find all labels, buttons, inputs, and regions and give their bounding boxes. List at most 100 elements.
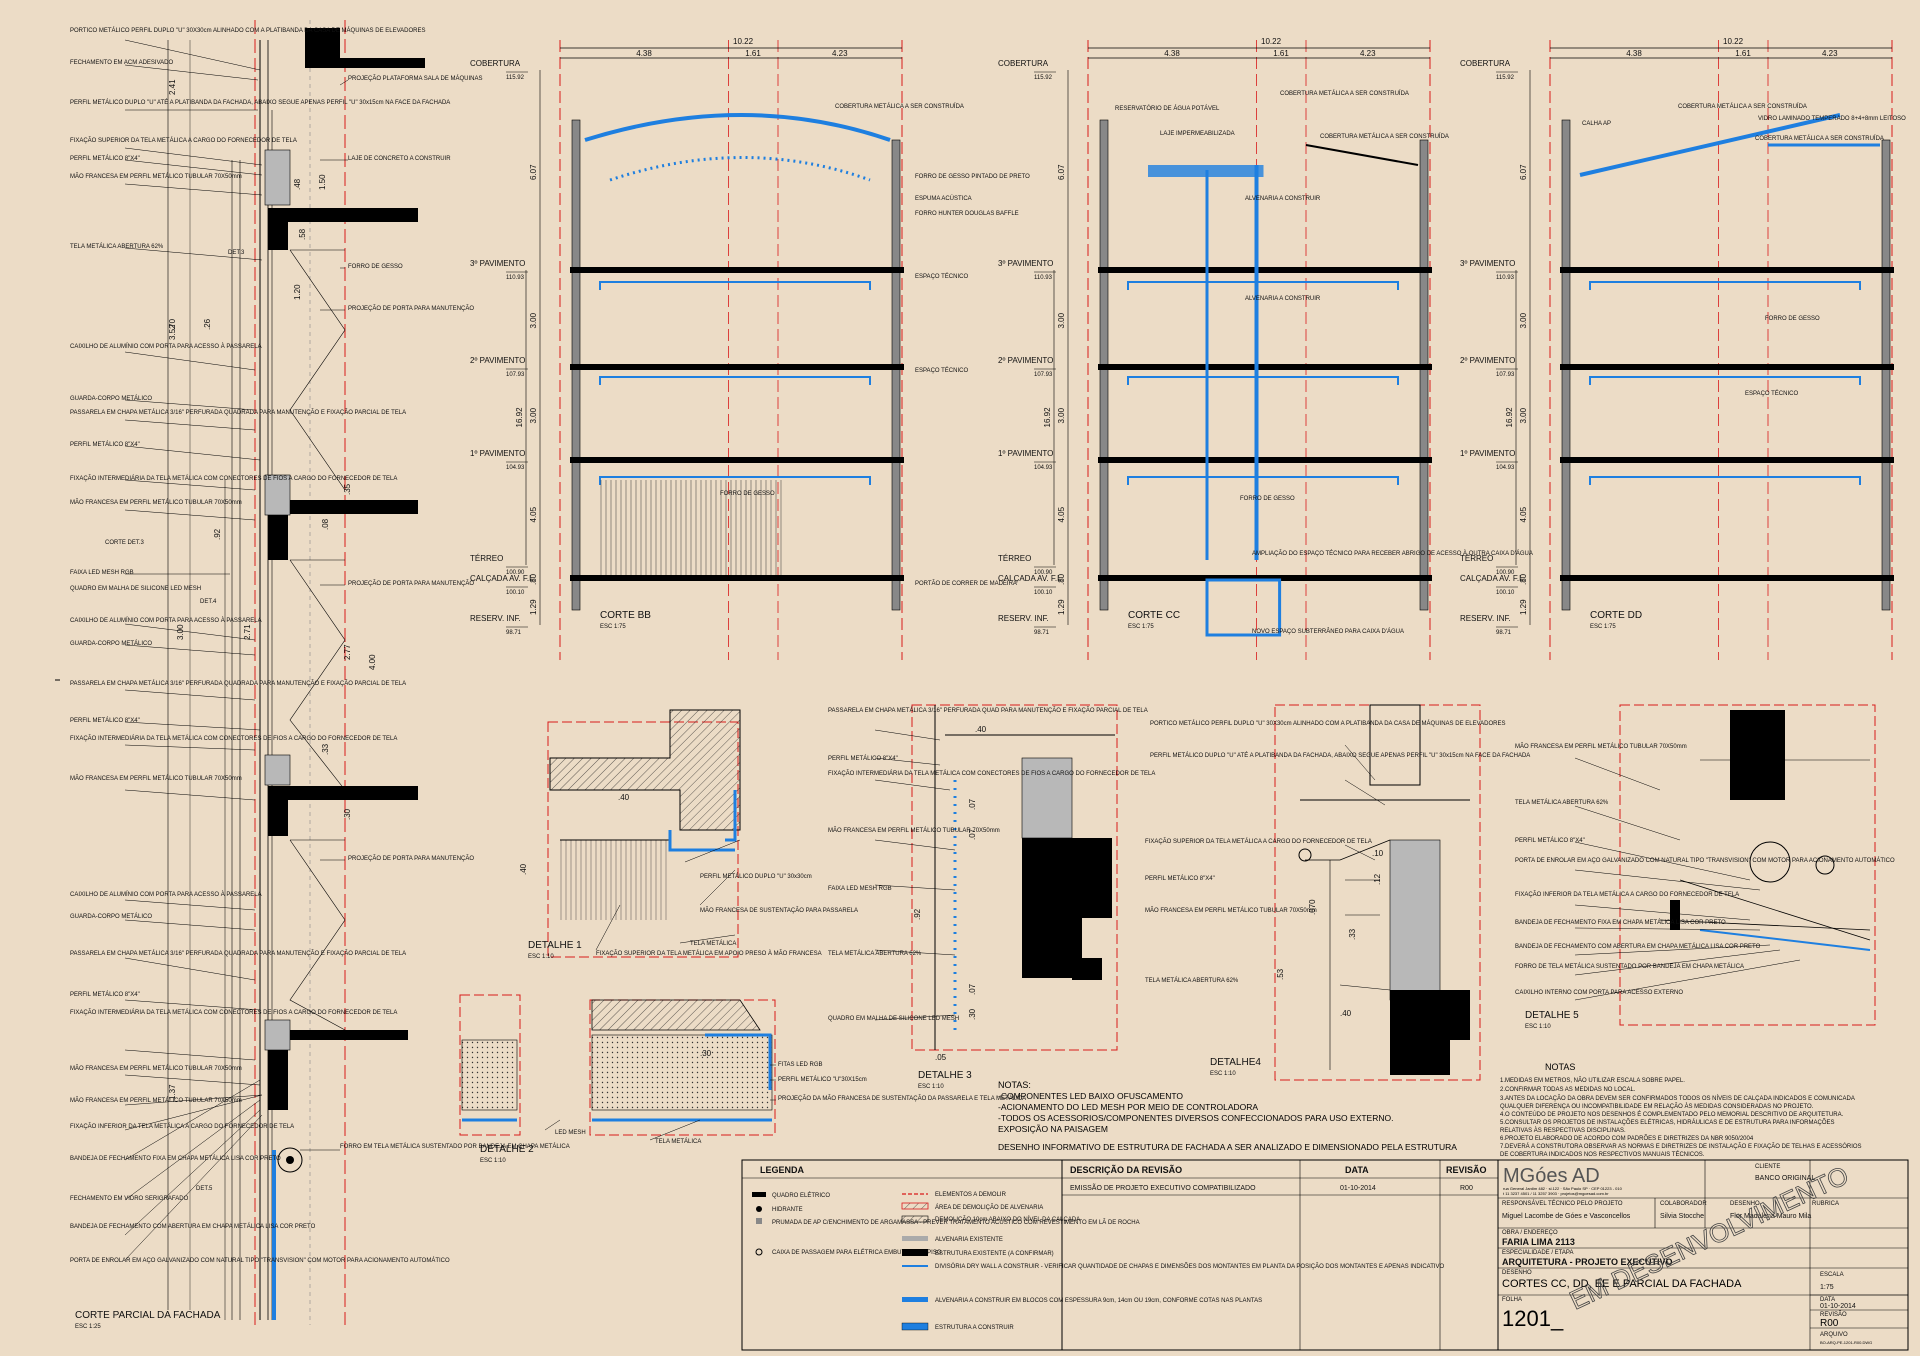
detail4-label: PORTICO METÁLICO PERFIL DUPLO "U" 30X30c… — [1150, 720, 1505, 727]
revision-header: REVISÃO — [1446, 1165, 1487, 1175]
detail1-label: FIXAÇÃO SUPERIOR DA TELA METÁLICA EM APO… — [596, 950, 822, 957]
level-name: CALÇADA AV. F.L. — [470, 574, 536, 583]
client-value: BANCO ORIGINAL — [1755, 1175, 1815, 1182]
level-name: TÉRREO — [998, 554, 1031, 563]
detail4-label: FIXAÇÃO SUPERIOR DA TELA METÁLICA A CARG… — [1145, 838, 1372, 845]
section-annotation: ESPAÇO TÉCNICO — [1745, 390, 1798, 397]
facade-dim: .58 — [298, 228, 307, 240]
drawn-by-value: Flor Madalena Mauro Mila — [1730, 1213, 1811, 1220]
facade-section: PORTICO METÁLICO PERFIL DUPLO "U" 30X30c… — [55, 20, 570, 1330]
facade-dims: 2.41 1.50 .48 3.52 .92 3.00 4.00 2.71 2.… — [168, 79, 377, 1100]
facade-label: MÃO FRANCESA EM PERFIL METÁLICO TUBULAR … — [70, 775, 242, 782]
client-label: CLIENTE — [1755, 1164, 1780, 1170]
level-elev: 115.92 — [506, 75, 525, 81]
hidrante-icon — [756, 1206, 762, 1212]
detail5-title: DETALHE 5 — [1525, 1010, 1579, 1021]
facade-label: FECHAMENTO EM ACM ADESIVADO — [70, 60, 173, 66]
demolicao-calcada-swatch — [901, 1215, 929, 1223]
detail4-label: MÃO FRANCESA EM PERFIL METÁLICO TUBULAR … — [1145, 907, 1317, 914]
detail4-label: PERFIL METÁLICO DUPLO "U" ATÉ A PLATIBAN… — [1150, 752, 1530, 759]
level-name: TÉRREO — [1460, 554, 1493, 563]
detail4-dim: .40 — [1340, 1009, 1352, 1018]
level-name: COBERTURA — [998, 59, 1049, 68]
marker-det3: DET.3 — [228, 250, 245, 256]
notes-right-item: RELATIVAS ÀS RESPECTIVAS DISCIPLINAS. — [1500, 1127, 1626, 1134]
facade-label: FIXAÇÃO INTERMEDIÁRIA DA TELA METÁLICA C… — [70, 1009, 397, 1016]
facade-dim: .92 — [213, 528, 222, 540]
span-dim: 4.23 — [1822, 49, 1838, 58]
vertical-dim: 1.29 — [1519, 599, 1528, 615]
detail2-label: FITAS LED RGB — [778, 1062, 823, 1068]
marker-det5: DET.5 — [196, 1186, 213, 1192]
detail3-label: PASSARELA EM CHAPA METÁLICA 3/16" PERFUR… — [828, 707, 1148, 714]
facade-right-label: PROJEÇÃO DE PORTA PARA MANUTENÇÃO — [348, 855, 474, 862]
facade-label: MÃO FRANCESA EM PERFIL METÁLICO TUBULAR … — [70, 499, 242, 506]
facade-right-label: PROJEÇÃO PLATAFORMA SALA DE MÁQUINAS — [348, 75, 482, 82]
section-annotation: ALVENARIA A CONSTRUIR — [1245, 296, 1321, 302]
notes-mid-item: -COMPONENTES LED BAIXO OFUSCAMENTO — [998, 1091, 1183, 1101]
facade-label: CAIXILHO DE ALUMÍNIO COM PORTA PARA ACES… — [70, 343, 262, 350]
firm-address: rua General Jardim 482 · sl.122 · São Pa… — [1503, 1186, 1623, 1191]
facade-label: PORTICO METÁLICO PERFIL DUPLO "U" 30X30c… — [70, 27, 425, 34]
facade-right-label: FORRO EM TELA METÁLICA SUSTENTADO POR BA… — [340, 1143, 570, 1150]
drawing-value: CORTES CC, DD, EE E PARCIAL DA FACHADA — [1502, 1278, 1742, 1290]
level-elev: 100.10 — [1496, 590, 1515, 596]
notes-mid: NOTAS: -COMPONENTES LED BAIXO OFUSCAMENT… — [998, 1080, 1457, 1152]
detail2-label: LED MESH — [555, 1130, 586, 1136]
legend-title: LEGENDA — [760, 1165, 805, 1175]
detail5-label: BANDEJA DE FECHAMENTO COM ABERTURA EM CH… — [1515, 943, 1761, 950]
detail3-dim: .05 — [935, 1053, 947, 1062]
span-dim: 4.38 — [636, 49, 652, 58]
vertical-dim: 6.07 — [1057, 164, 1066, 180]
overall-dim: 10.22 — [1723, 37, 1744, 46]
facade-label: BANDEJA DE FECHAMENTO COM ABERTURA EM CH… — [70, 1223, 316, 1230]
level-name: COBERTURA — [470, 59, 521, 68]
revision-cell: R00 — [1460, 1185, 1473, 1192]
level-name: 1º PAVIMENTO — [470, 449, 525, 458]
facade-label: CAIXILHO DE ALUMÍNIO COM PORTA PARA ACES… — [70, 891, 262, 898]
level-elev: 100.90 — [506, 570, 525, 576]
level-elev: 110.93 — [1496, 275, 1515, 281]
facade-dim: 1.50 — [318, 174, 327, 190]
detail3-label: MÃO FRANCESA EM PERFIL METÁLICO TUBULAR … — [828, 827, 1000, 834]
detail5-scale: ESC 1:10 — [1525, 1024, 1551, 1030]
notes-right-title: NOTAS — [1545, 1062, 1575, 1072]
vertical-dim: 3.00 — [1057, 407, 1066, 423]
section-scale: ESC 1:75 — [600, 624, 626, 630]
level-elev: 104.93 — [1496, 465, 1515, 471]
facade-label: PASSARELA EM CHAPA METÁLICA 3/16" PERFUR… — [70, 950, 406, 957]
detail5-label: BANDEJA DE FECHAMENTO FIXA EM CHAPA METÁ… — [1515, 919, 1726, 926]
legend-right-item: DIVISÓRIA DRY WALL A CONSTRUIR - VERIFIC… — [935, 1263, 1445, 1270]
file-label: ARQUIVO — [1820, 1332, 1848, 1338]
facade-scale: ESC 1:25 — [75, 1324, 101, 1330]
level-name: 3º PAVIMENTO — [998, 259, 1053, 268]
detail3-label: FAIXA LED MESH RGB — [828, 886, 892, 892]
sheet-value: 1201_ — [1502, 1306, 1564, 1331]
detail5-label: MÃO FRANCESA EM PERFIL METÁLICO TUBULAR … — [1515, 743, 1687, 750]
level-elev: 98.71 — [1496, 630, 1512, 636]
level-name: 2º PAVIMENTO — [998, 356, 1053, 365]
quadro-eletrico-icon — [752, 1192, 766, 1197]
section-annotation: COBERTURA METÁLICA A SER CONSTRUÍDA — [835, 103, 964, 110]
detail3-label: FIXAÇÃO INTERMEDIÁRIA DA TELA METÁLICA C… — [828, 770, 1155, 777]
facade-right-label: PROJEÇÃO DE PORTA PARA MANUTENÇÃO — [348, 305, 474, 312]
notes-right-item: DE COBERTURA INDICADOS NOS RESPECTIVOS M… — [1500, 1151, 1705, 1158]
legend-right-item: ESTRUTURA A CONSTRUIR — [935, 1325, 1014, 1331]
detail2-dim: .30 — [700, 1049, 712, 1058]
level-elev: 100.90 — [1496, 570, 1515, 576]
detail3-scale: ESC 1:10 — [918, 1084, 944, 1090]
level-elev: 100.90 — [1034, 570, 1053, 576]
facade-right-label: PROJEÇÃO DE PORTA PARA MANUTENÇÃO — [348, 580, 474, 587]
notes-right-item: QUALQUER DIFERENÇA OU INCOMPATIBILIDADE … — [1500, 1103, 1814, 1110]
vertical-dim: 4.05 — [1057, 506, 1066, 522]
section-annotation: ESPAÇO TÉCNICO — [915, 273, 968, 280]
detail3-dim: .07 — [968, 983, 977, 995]
detail2-scale: ESC 1:10 — [480, 1158, 506, 1164]
level-elev: 107.93 — [506, 372, 525, 378]
facade-label: FIXAÇÃO INFERIOR DA TELA METÁLICA A CARG… — [70, 1123, 294, 1130]
span-dim: 4.23 — [832, 49, 848, 58]
section-annotation: COBERTURA METÁLICA A SER CONSTRUÍDA — [1755, 135, 1884, 142]
facade-label: GUARDA-CORPO METÁLICO — [70, 640, 152, 647]
